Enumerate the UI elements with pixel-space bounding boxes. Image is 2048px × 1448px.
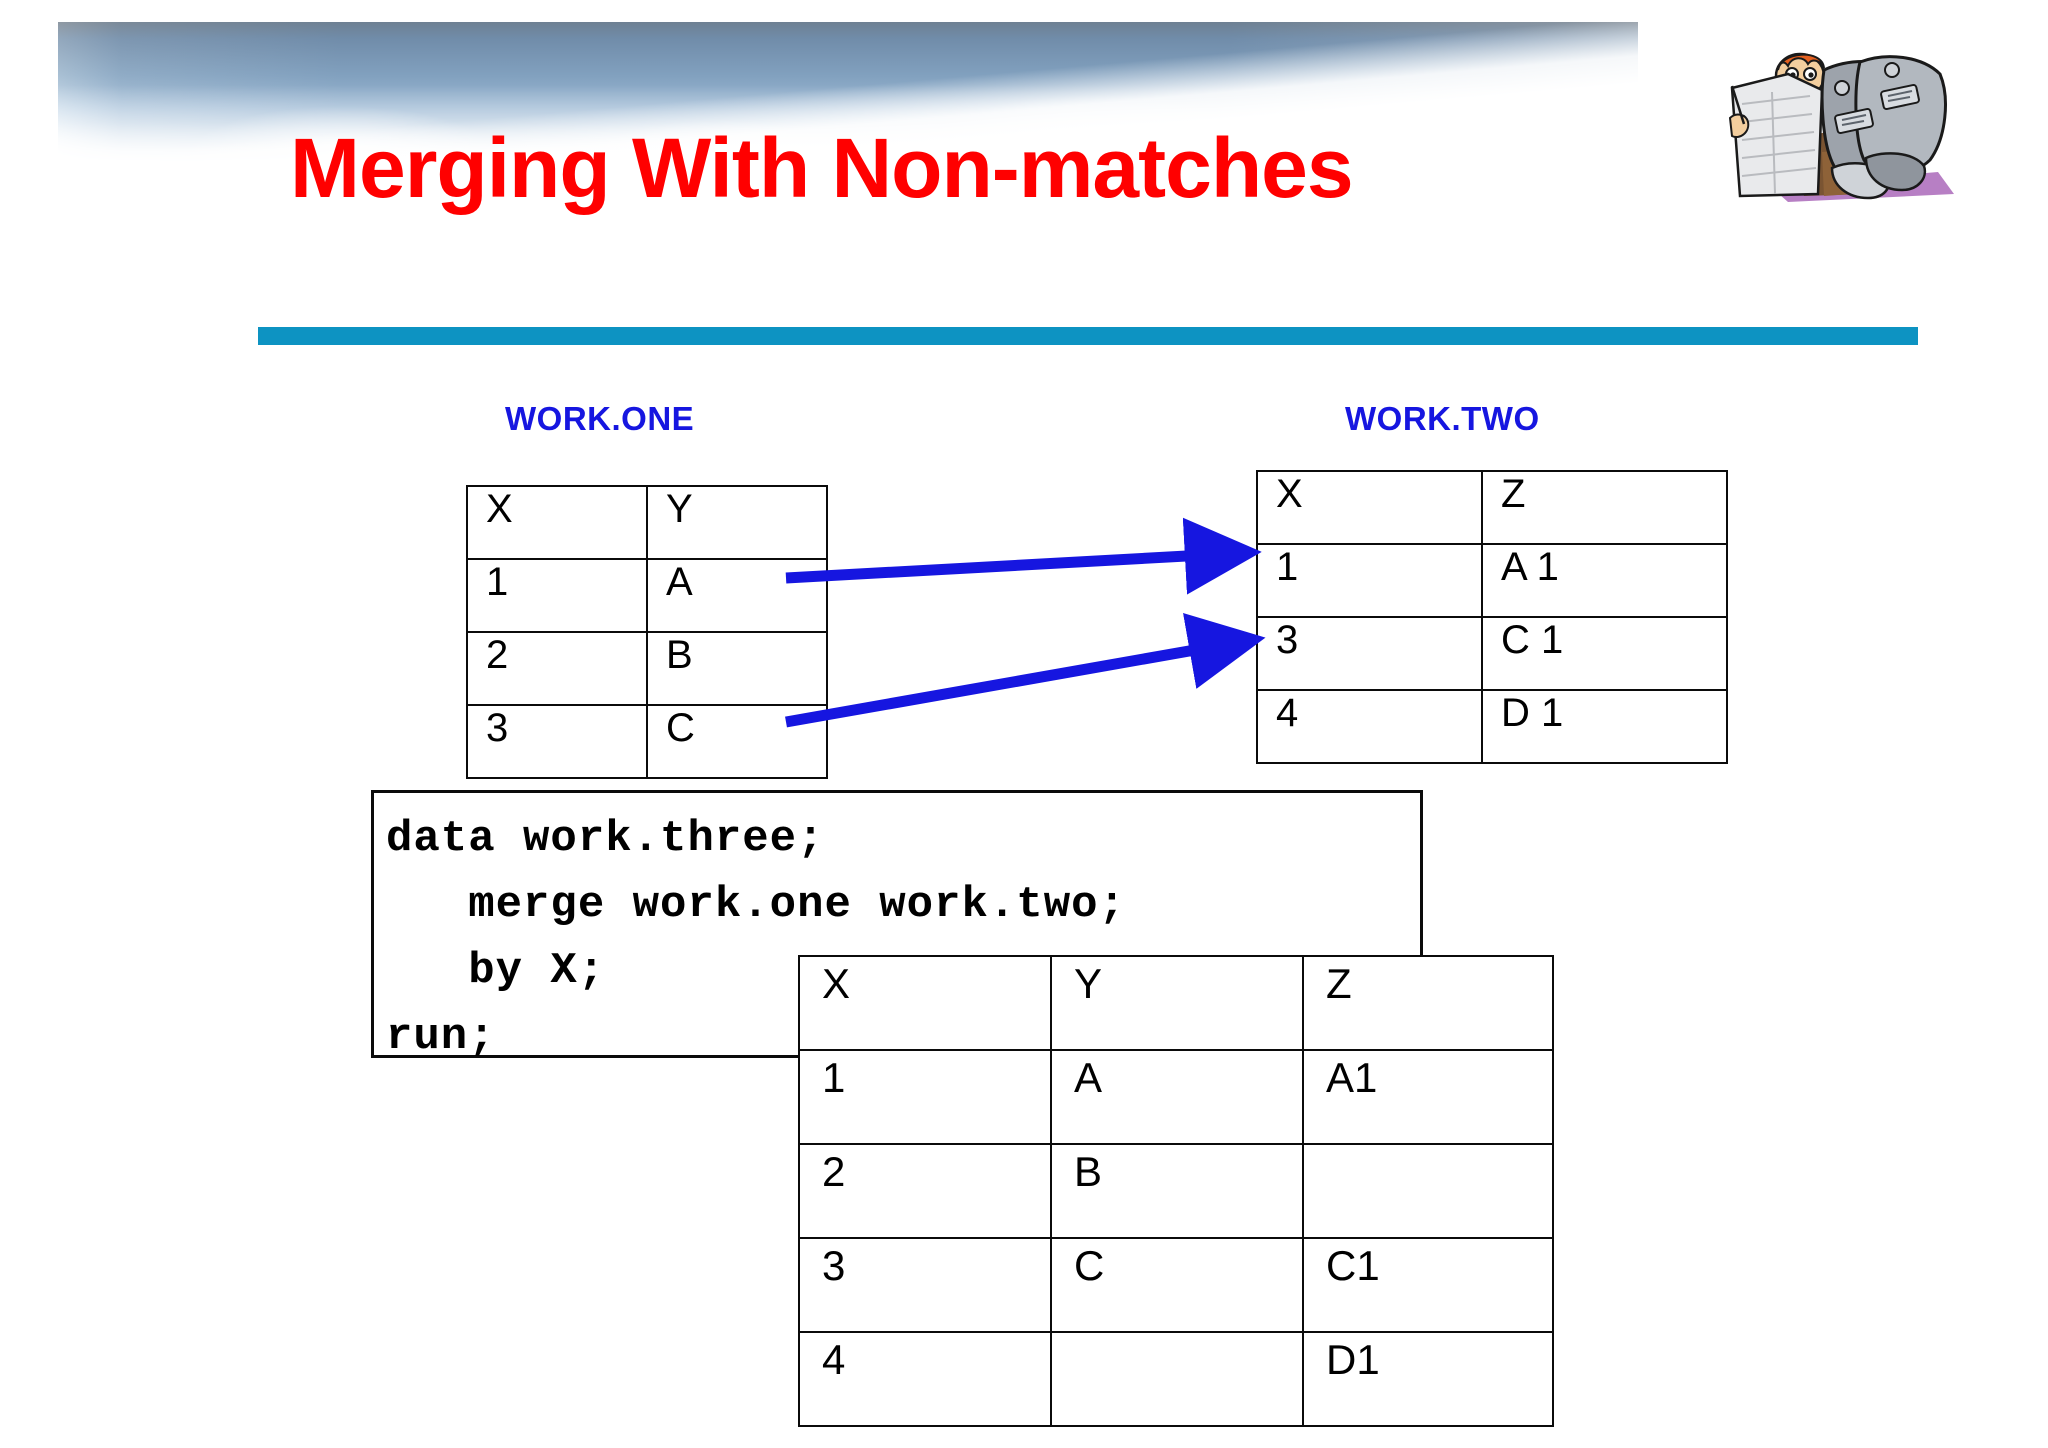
work-one-caption: WORK.ONE — [505, 400, 695, 437]
sas-code-text: data work.three; merge work.one work.two… — [386, 814, 1126, 1062]
divider-bar — [258, 327, 1918, 345]
table-row: 4 D 1 — [1256, 689, 1728, 764]
table-row-header: X Y — [466, 485, 828, 560]
table-row: 2 B — [466, 631, 828, 706]
cell: B — [1050, 1143, 1304, 1239]
cell: 2 — [798, 1143, 1052, 1239]
table-row: 1 A — [466, 558, 828, 633]
table-row-header: X Y Z — [798, 955, 1554, 1051]
table-row: 3 C C1 — [798, 1237, 1554, 1333]
man-reading-newspaper-clipart — [1726, 26, 1960, 206]
column-header: Y — [646, 485, 828, 560]
column-header: Z — [1302, 955, 1554, 1051]
cell — [1050, 1331, 1304, 1427]
cell: 4 — [1256, 689, 1483, 764]
cell: A — [1050, 1049, 1304, 1145]
cell: 4 — [798, 1331, 1052, 1427]
arrow-one-to-two-row3 — [785, 613, 1266, 728]
work-one-table: X Y 1 A 2 B 3 C — [466, 485, 828, 779]
result-table: X Y Z 1 A A1 2 B 3 C C1 4 D1 — [798, 955, 1554, 1427]
cell: C — [646, 704, 828, 779]
work-two-caption: WORK.TWO — [1345, 400, 1540, 437]
cell: A — [646, 558, 828, 633]
cell: C1 — [1302, 1237, 1554, 1333]
table-row: 1 A A1 — [798, 1049, 1554, 1145]
cell: 1 — [798, 1049, 1052, 1145]
cell: A 1 — [1481, 543, 1728, 618]
cell: 3 — [466, 704, 648, 779]
arrow-one-to-two-row1 — [785, 517, 1262, 595]
cell: D 1 — [1481, 689, 1728, 764]
cell: C 1 — [1481, 616, 1728, 691]
cell: B — [646, 631, 828, 706]
clipart-svg — [1728, 52, 1954, 202]
cell: D1 — [1302, 1331, 1554, 1427]
table-row: 1 A 1 — [1256, 543, 1728, 618]
column-header: Y — [1050, 955, 1304, 1051]
column-header: X — [466, 485, 648, 560]
cell: 2 — [466, 631, 648, 706]
cell: 1 — [1256, 543, 1483, 618]
cell: 3 — [1256, 616, 1483, 691]
cell: 1 — [466, 558, 648, 633]
work-two-table: X Z 1 A 1 3 C 1 4 D 1 — [1256, 470, 1728, 764]
table-row: 2 B — [798, 1143, 1554, 1239]
column-header: X — [1256, 470, 1483, 545]
cell — [1302, 1143, 1554, 1239]
column-header: X — [798, 955, 1052, 1051]
table-row: 3 C — [466, 704, 828, 779]
cell: 3 — [798, 1237, 1052, 1333]
table-row: 4 D1 — [798, 1331, 1554, 1427]
column-header: Z — [1481, 470, 1728, 545]
cell: A1 — [1302, 1049, 1554, 1145]
page-title: Merging With Non-matches — [290, 121, 1354, 215]
cell: C — [1050, 1237, 1304, 1333]
table-row: 3 C 1 — [1256, 616, 1728, 691]
table-row-header: X Z — [1256, 470, 1728, 545]
